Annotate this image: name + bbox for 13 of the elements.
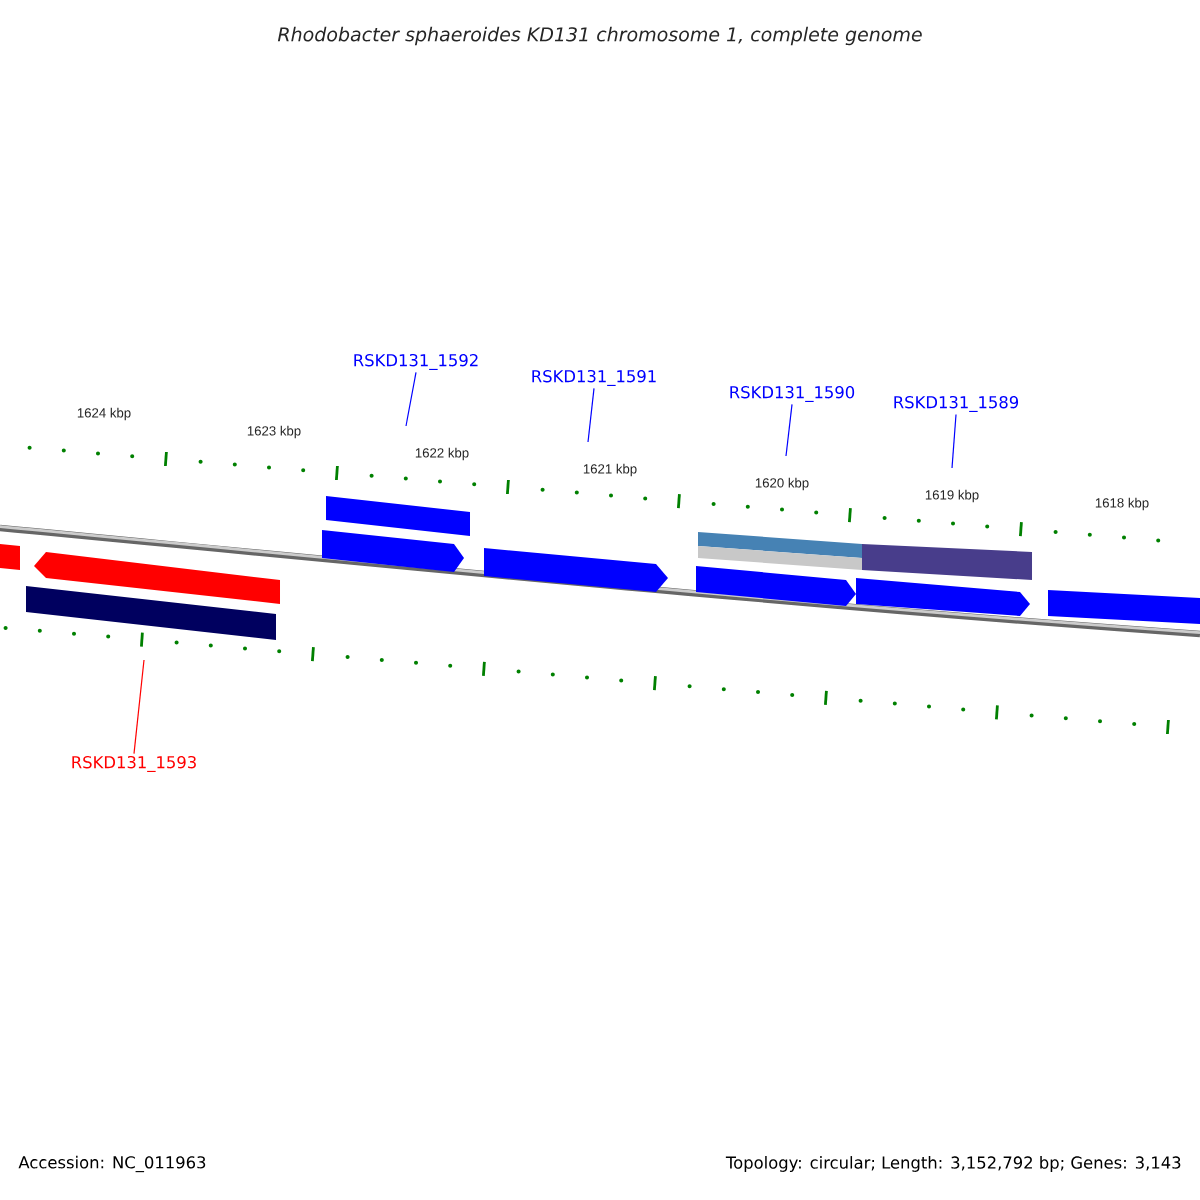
genome-info-label: Topology: circular; Length: 3,152,792 bp; Genes: 3,143 <box>725 1156 1181 1172</box>
gene-label: RSKD131_1589 <box>894 396 1019 412</box>
leader-line <box>785 403 793 457</box>
gene-label: RSKD131_1590 <box>730 386 855 402</box>
accession-label: Accession: NC_011963 <box>18 1155 206 1173</box>
leader-line <box>951 413 957 469</box>
leader-line <box>133 659 145 755</box>
gene-label: RSKD131_1593 <box>72 756 196 772</box>
title: Rhodobacter sphaeroides KD131 chromosome 1, complete genome <box>277 26 922 46</box>
gene-label: RSKD131_1592 <box>354 354 478 370</box>
gene-label: RSKD131_1591 <box>532 370 656 386</box>
leader-line <box>405 371 417 427</box>
leader-line <box>587 387 595 443</box>
